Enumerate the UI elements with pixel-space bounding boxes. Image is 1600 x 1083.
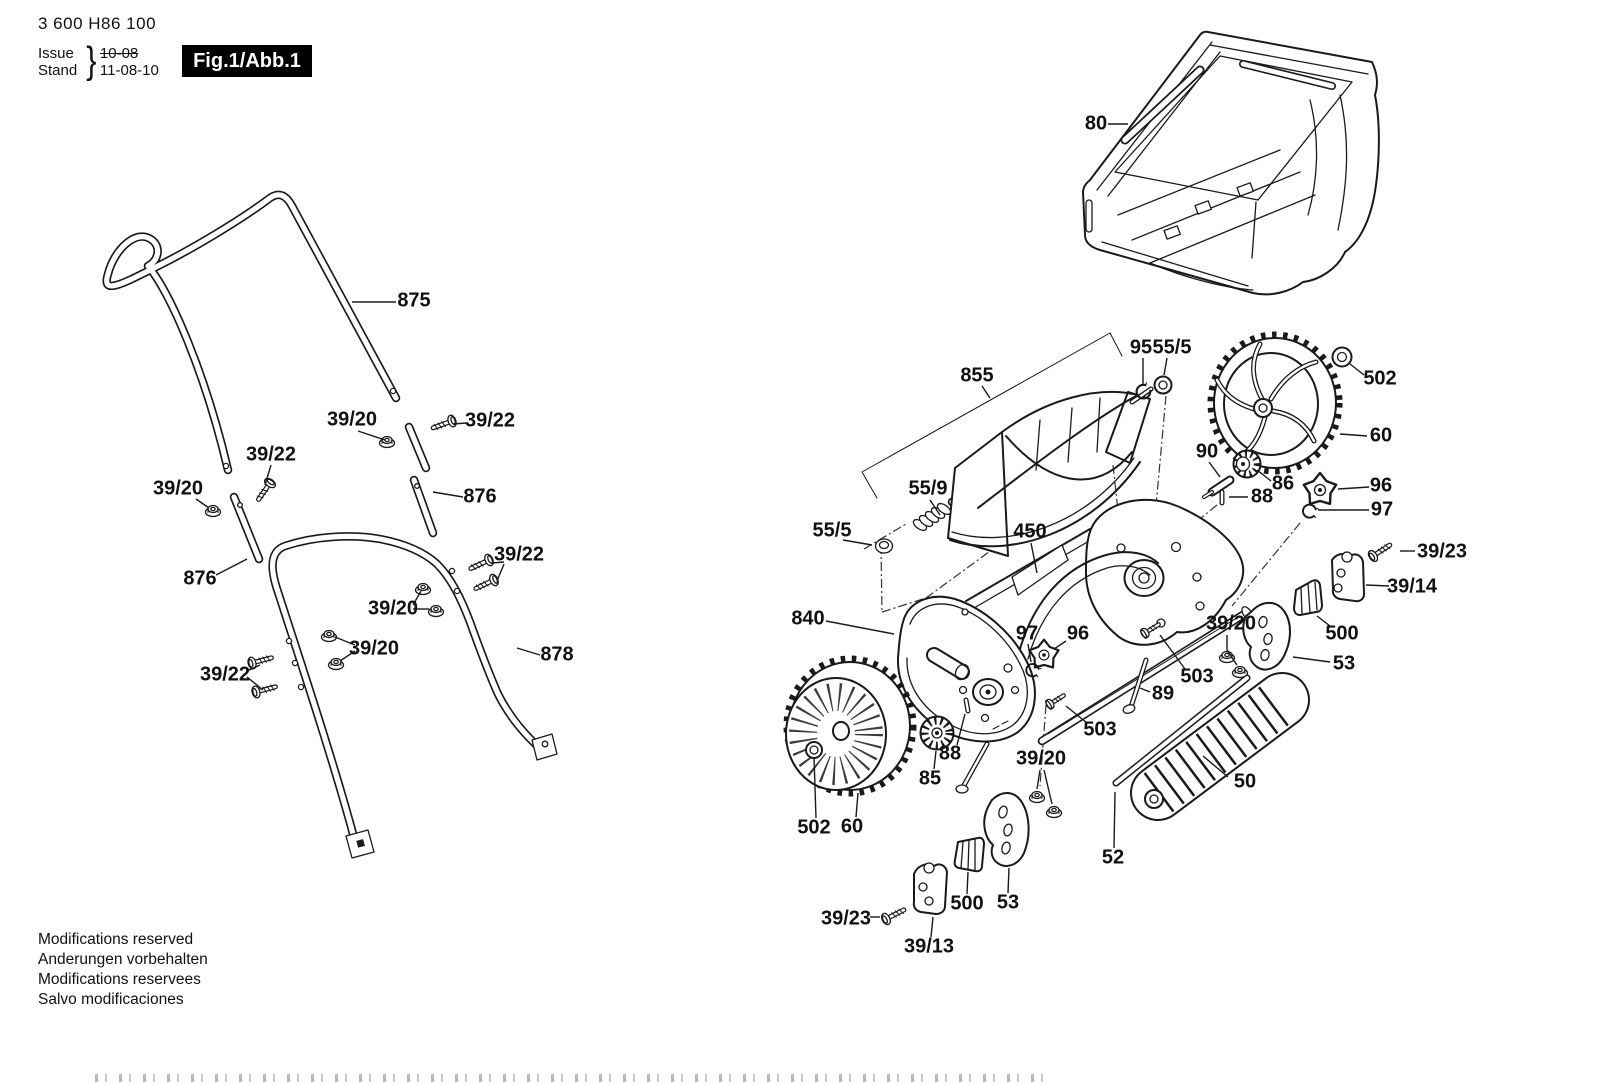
notice-line: Modifications reservees xyxy=(38,971,201,988)
revision-block: Issue Stand } 10-08 11-08-10 xyxy=(38,40,159,83)
left-wheel-drawing xyxy=(783,655,990,797)
notice-line: Salvo modificaciones xyxy=(38,991,184,1008)
cropped-text-artifact xyxy=(95,1074,1045,1082)
grass-basket-drawing xyxy=(1082,30,1380,296)
roller-drawing xyxy=(1116,657,1282,808)
spring-icon xyxy=(912,502,952,532)
figure-tag: Fig.1/Abb.1 xyxy=(182,45,312,77)
notice-line: Modifications reserved xyxy=(38,931,194,948)
notice-line: Anderungen vorbehalten xyxy=(38,951,208,968)
issue-value: 10-08 xyxy=(99,44,139,62)
handle-assembly-drawing xyxy=(107,195,558,859)
title-block: 3 600 H86 100 Issue Stand } 10-08 11-08-… xyxy=(38,14,159,83)
reel-cage-drawing xyxy=(861,332,1173,557)
right-wheel-drawing xyxy=(1202,331,1353,521)
housing-drawing xyxy=(896,498,1253,742)
modifications-notice: Modifications reserved Anderungen vorbeh… xyxy=(38,930,208,1010)
issue-label: Issue xyxy=(38,44,74,62)
brace-glyph: } xyxy=(86,40,97,82)
leader-lines xyxy=(195,123,1415,938)
part-number: 3 600 H86 100 xyxy=(38,14,157,33)
stand-value: 11-08-10 xyxy=(99,61,159,79)
stand-label: Stand xyxy=(38,61,78,79)
bracket-parts-drawing xyxy=(912,551,1365,915)
